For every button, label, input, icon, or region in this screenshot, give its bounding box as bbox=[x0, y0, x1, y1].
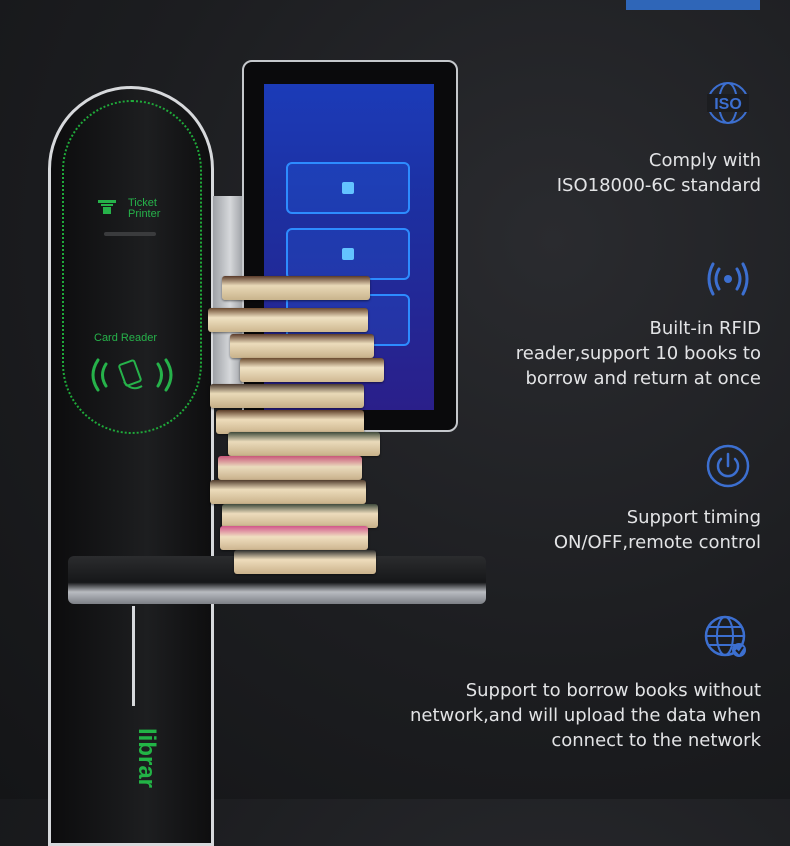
kiosk-pole bbox=[48, 86, 214, 846]
kiosk-front-panel bbox=[62, 100, 202, 434]
kiosk-lower-strip bbox=[132, 606, 213, 706]
ticket-printer-label: Ticket Printer bbox=[128, 197, 161, 220]
feature-offline-text: Support to borrow books without network,… bbox=[409, 680, 761, 751]
screen-tile bbox=[286, 228, 410, 280]
rfid-icon bbox=[707, 262, 749, 296]
iso-icon: ISO bbox=[707, 82, 749, 124]
feature-power-text: Support timing ON/OFF,remote control bbox=[553, 507, 761, 553]
kiosk-brand-text: librar bbox=[133, 728, 160, 789]
screen-tile bbox=[286, 162, 410, 214]
top-accent-bar bbox=[626, 0, 760, 10]
card-reader-label: Card Reader bbox=[94, 332, 157, 344]
book-stack bbox=[204, 276, 390, 576]
feature-iso-text: Comply with ISO18000-6C standard bbox=[556, 150, 761, 196]
printer-slot bbox=[104, 232, 156, 236]
printer-icon bbox=[98, 200, 116, 214]
globe-icon bbox=[704, 615, 746, 657]
feature-rfid-text: Built-in RFID reader,support 10 books to… bbox=[515, 318, 761, 389]
svg-text:ISO: ISO bbox=[714, 96, 742, 113]
kiosk-illustration: Ticket Printer Card Reader librar bbox=[48, 60, 486, 846]
card-reader-icon bbox=[91, 358, 173, 392]
power-icon bbox=[706, 444, 750, 488]
